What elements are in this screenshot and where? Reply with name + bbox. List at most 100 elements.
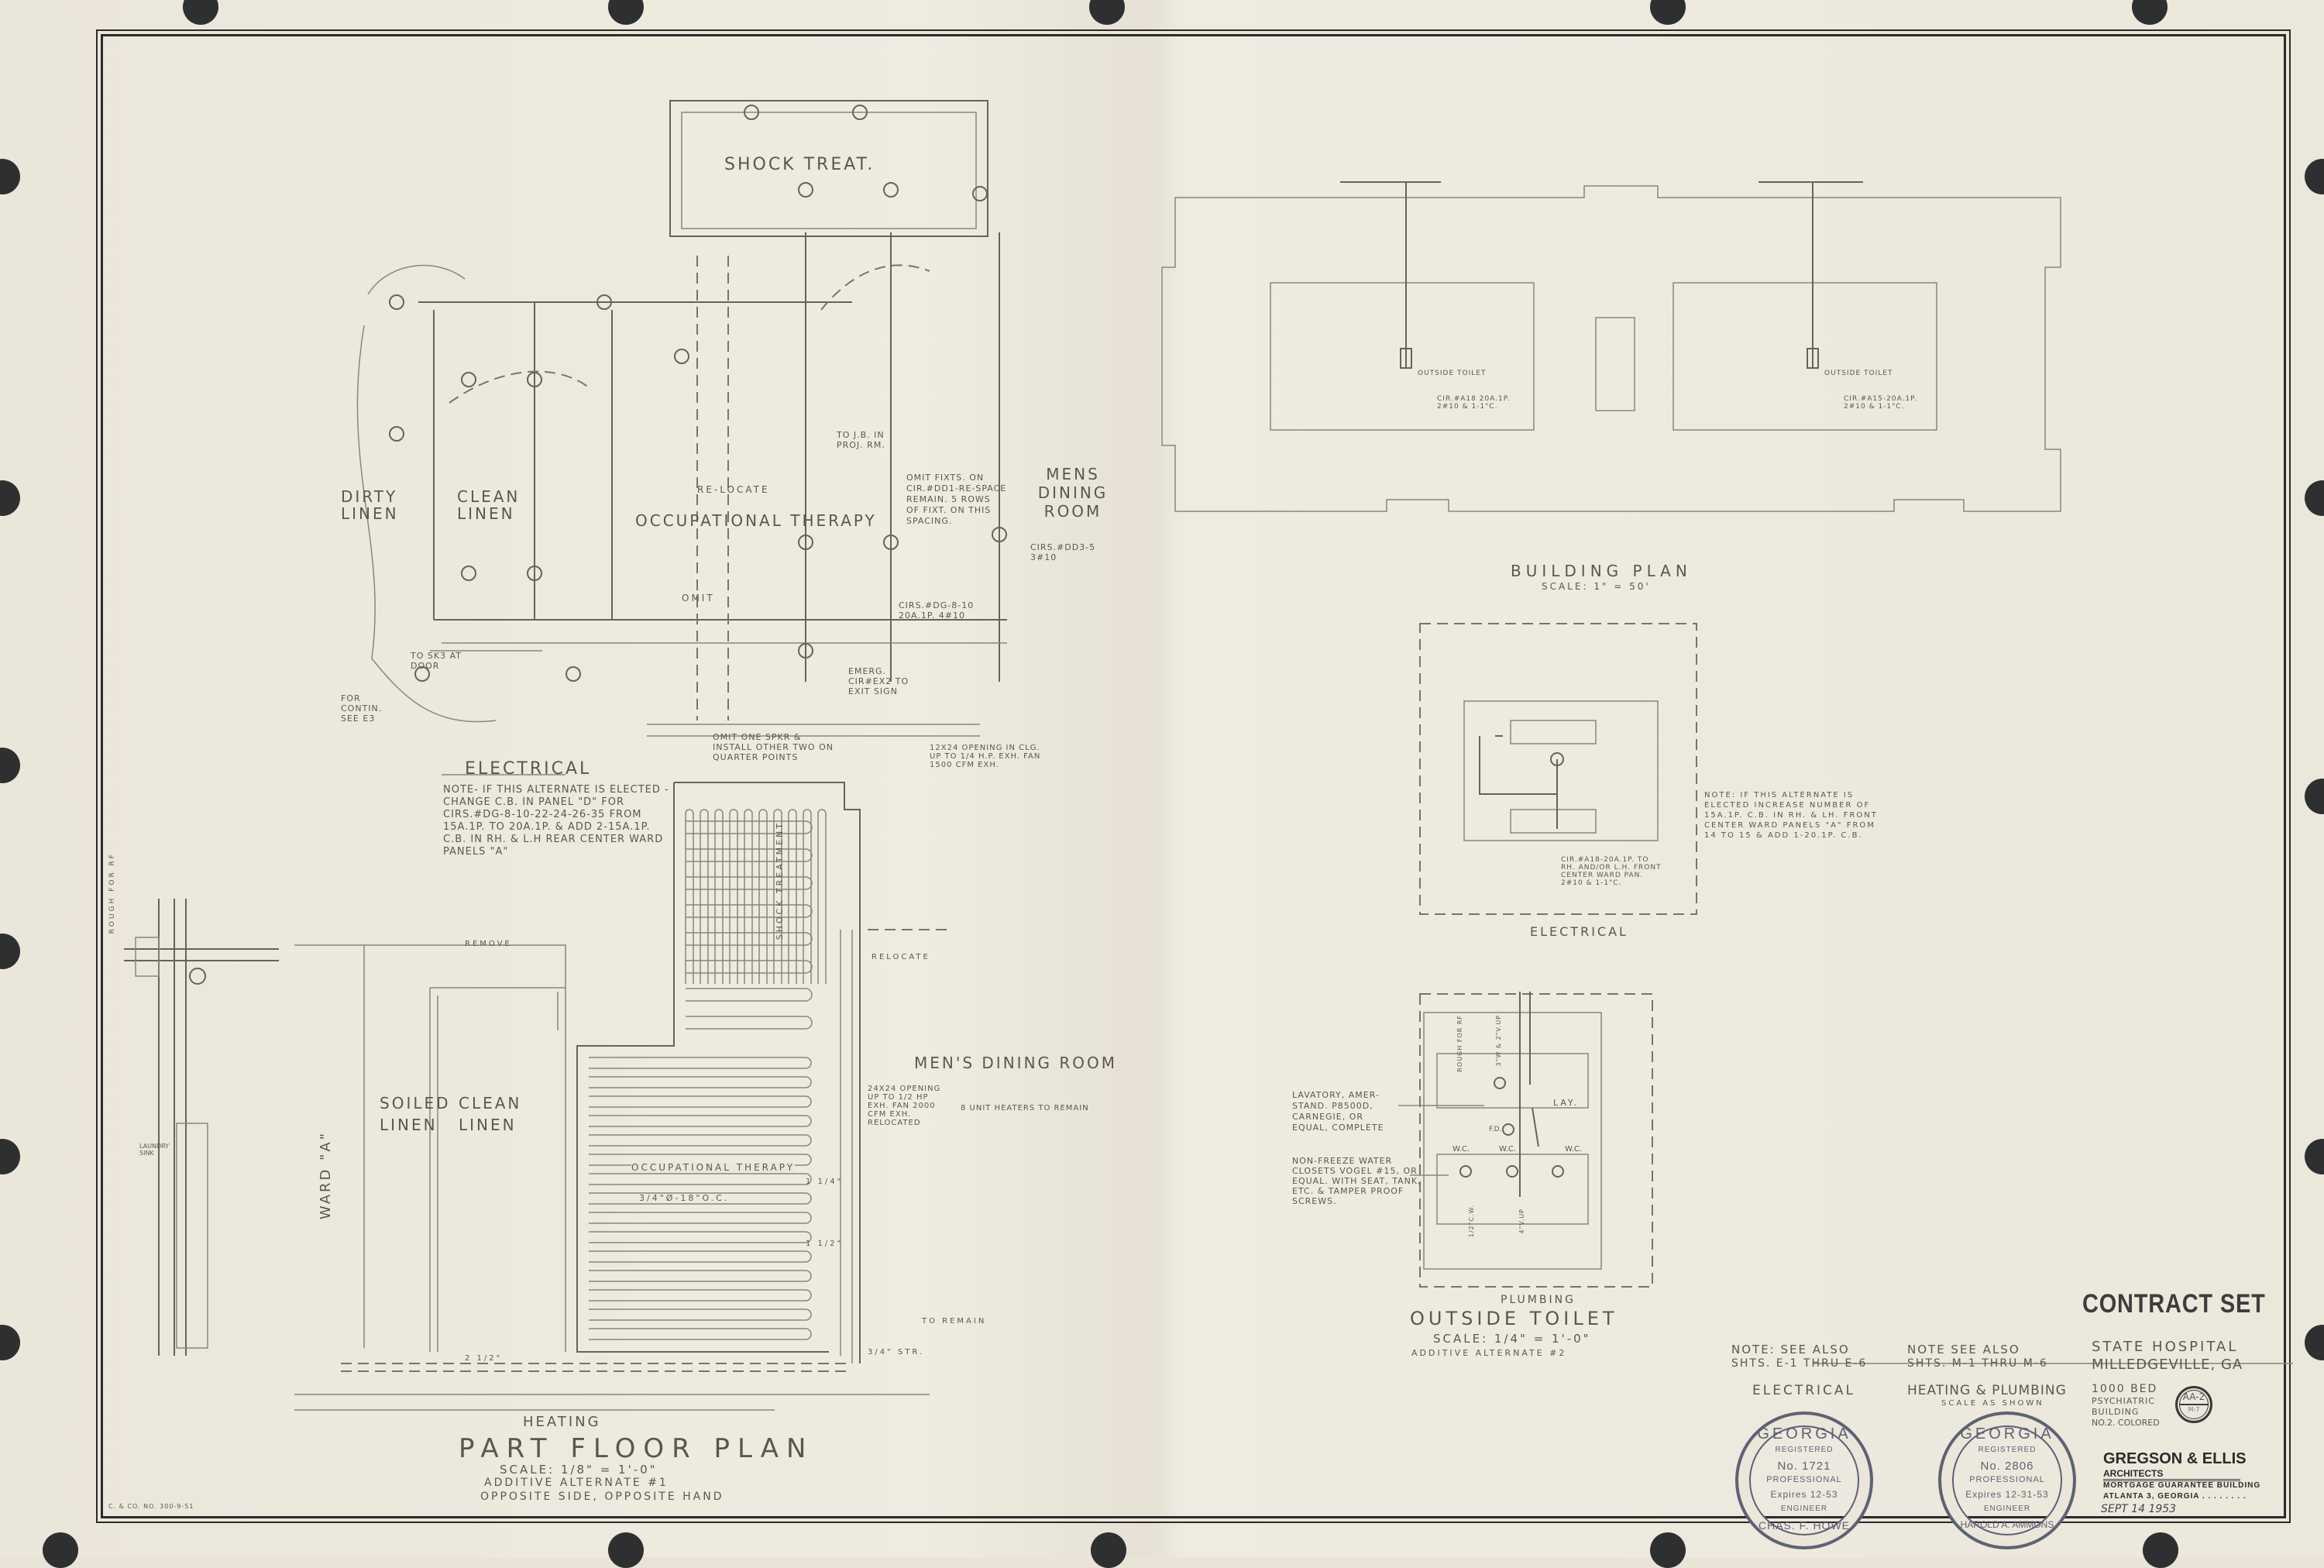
plan-note: RE-LOCATE [697, 484, 770, 495]
heating-plan-drawing [294, 782, 953, 1411]
heating-coil [686, 988, 813, 1002]
heating-coil [589, 1134, 812, 1147]
room-label-occupational-therapy: OCCUPATIONAL THERAPY [631, 1162, 796, 1173]
plan-note: OMIT ONE SPKR & INSTALL OTHER TWO ON QUA… [713, 732, 834, 762]
building-plan-label: CIR.#A15-20A.1P. 2#10 & 1-1"C. [1844, 395, 1918, 411]
plumbing-label: LAY. [1553, 1098, 1580, 1108]
heating-coil [589, 1192, 812, 1205]
plan-note: 12X24 OPENING IN CLG. UP TO 1/4 H.P. EXH… [930, 744, 1041, 769]
plan-note: 2 1/2" [465, 1354, 503, 1363]
sheet-border [101, 34, 2286, 1518]
heating-coil [589, 1173, 812, 1185]
heating-plan-alternate: ADDITIVE ALTERNATE #1 [484, 1477, 669, 1489]
mechanical-note-line1: NOTE SEE ALSO [1907, 1343, 2020, 1357]
plan-note: 3/4" STR. [868, 1348, 925, 1357]
plumbing-label: W.C. [1565, 1145, 1583, 1154]
plan-note: OMIT FIXTS. ON CIR.#DD1-RE-SPACE REMAIN.… [906, 473, 1007, 526]
heating-coil [589, 1308, 812, 1321]
signature-date: SEPT 14 1953 [2101, 1503, 2177, 1515]
print-mark: C. & CO. NO. 300-9-51 [108, 1503, 194, 1510]
engineer-seal-howe: GEORGIA REGISTERED No. 1721 PROFESSIONAL… [1735, 1412, 1873, 1549]
heating-coil [589, 1115, 812, 1127]
outside-toilet-alternate: ADDITIVE ALTERNATE #2 [1411, 1348, 1567, 1358]
heating-coil [686, 1016, 813, 1030]
heating-coil [686, 904, 813, 918]
contract-set-stamp: CONTRACT SET [2082, 1289, 2266, 1319]
heating-coil [589, 1231, 812, 1243]
toilet-electrical-drawing [1419, 623, 1697, 915]
heating-coil [773, 809, 782, 984]
heating-subtitle: HEATING [523, 1414, 601, 1430]
plumbing-label: W.C. [1499, 1145, 1517, 1154]
room-label-clean-linen: CLEAN LINEN [457, 487, 521, 523]
building-plan-title: BUILDING PLAN [1511, 562, 1692, 580]
room-label-mens-dining-room: MEN'S DINING ROOM [914, 1054, 1118, 1072]
heating-plan-scale: SCALE: 1/8" = 1'-0" [500, 1463, 658, 1477]
plan-note: 8 UNIT HEATERS TO REMAIN [961, 1104, 1089, 1112]
building-line1: 1000 BED [2092, 1383, 2158, 1395]
riser-detail-drawing [124, 899, 279, 1356]
plan-note: TO SK3 AT DOOR [411, 651, 462, 671]
plumbing-label: 4"V.UP [1518, 1209, 1525, 1234]
heating-coil [589, 1270, 812, 1282]
plan-note: 1 1/2" [806, 1240, 844, 1248]
heating-coil [589, 1095, 812, 1108]
firm-address-line1: MORTGAGE GUARANTEE BUILDING [2103, 1481, 2261, 1490]
plumbing-label: ROUGH FOR RF [1456, 1015, 1463, 1072]
heating-coil [758, 809, 768, 984]
plan-note: 3/4"Ø-18"O.C. [639, 1193, 730, 1203]
outside-toilet-title: OUTSIDE TOILET [1410, 1308, 1618, 1329]
toilet-plumbing-drawing [1398, 992, 1653, 1288]
plan-note: CIRS.#DD3-5 3#10 [1030, 542, 1096, 562]
firm-role: ARCHITECTS [2103, 1468, 2241, 1481]
room-label-ward-a: WARD "A" [318, 1131, 334, 1220]
heating-coil [685, 809, 694, 984]
electrical-plan-drawing [356, 100, 1007, 737]
plan-note: RELOCATE [871, 953, 930, 961]
plan-note: TO REMAIN [922, 1317, 987, 1326]
electrical-note-line1: NOTE: SEE ALSO [1731, 1343, 1850, 1357]
heating-coil [589, 1328, 812, 1340]
building-plan-drawing [1161, 181, 2061, 512]
room-label-clean-linen: CLEAN LINEN [459, 1094, 522, 1134]
toilet-electrical-label: CIR.#A18-20A.1P. TO RH. AND/OR L.H. FRON… [1561, 856, 1662, 887]
heating-coil [686, 848, 813, 862]
heating-coil [817, 809, 827, 984]
plan-note: LAUNDRY SINK [139, 1143, 170, 1157]
building-plan-label: OUTSIDE TOILET [1418, 370, 1487, 377]
electrical-section-title: ELECTRICAL [465, 759, 592, 779]
heating-coil [686, 876, 813, 890]
heating-coil [700, 809, 709, 984]
sheet-number-circle: AA-2 M-7 [2175, 1386, 2212, 1423]
plumbing-label: W.C. [1452, 1145, 1470, 1154]
heating-plan-title: PART FLOOR PLAN [459, 1433, 814, 1464]
outside-toilet-scale: SCALE: 1/4" = 1'-0" [1433, 1332, 1591, 1346]
heating-coil [744, 809, 753, 984]
water-closet-note: NON-FREEZE WATER CLOSETS VOGEL #15, OR E… [1292, 1156, 1422, 1206]
plumbing-label: 3"W & 2"V.UP [1495, 1015, 1502, 1067]
room-label-occupational-therapy: OCCUPATIONAL THERAPY [635, 511, 877, 530]
discipline-electrical: ELECTRICAL [1752, 1383, 1856, 1398]
lavatory-note: LAVATORY, AMER-STAND. P8500D, CARNEGIE, … [1292, 1090, 1384, 1133]
project-location: MILLEDGEVILLE, GA [2092, 1357, 2243, 1373]
room-label-shock-treatment: SHOCK TREATMENT [775, 821, 785, 940]
project-name: STATE HOSPITAL [2092, 1339, 2239, 1355]
mechanical-note-line2: SHTS. M-1 THRU M-6 [1907, 1357, 2048, 1370]
heating-coil [729, 809, 738, 984]
heating-coil [589, 1250, 812, 1263]
plan-note: FOR CONTIN. SEE E3 [341, 693, 383, 724]
heating-coil [589, 1057, 812, 1069]
firm-name: GREGSON & ELLIS [2103, 1450, 2247, 1467]
heating-coil [788, 809, 797, 984]
heating-coil [686, 932, 813, 946]
heating-coil [686, 820, 813, 834]
sheet-number: AA-2 [2182, 1391, 2205, 1402]
plan-note: ROUGH FOR RF [108, 852, 116, 934]
building-line4: NO.2. COLORED [2092, 1418, 2160, 1428]
building-line2: PSYCHIATRIC [2092, 1396, 2155, 1406]
plan-note: 24X24 OPENING UP TO 1/2 HP EXH. FAN 2000… [868, 1085, 941, 1127]
scale-note: SCALE AS SHOWN [1941, 1399, 2044, 1408]
room-label-dirty-linen: DIRTY LINEN [341, 487, 399, 523]
